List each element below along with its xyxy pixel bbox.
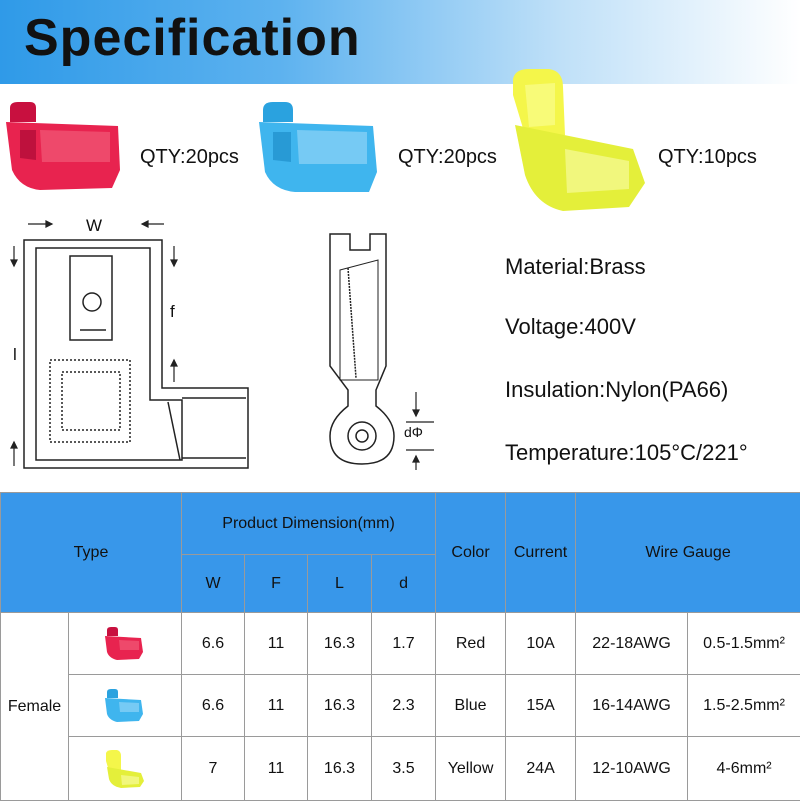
type-cell: Female xyxy=(1,613,69,801)
dimension-l-label: l xyxy=(13,345,17,365)
w-cell: 6.6 xyxy=(182,675,245,737)
dimension-w-label: W xyxy=(86,216,102,236)
f-cell: 11 xyxy=(245,737,308,801)
awg-cell: 16-14AWG xyxy=(576,675,688,737)
red-qty-label: QTY:20pcs xyxy=(140,146,239,169)
current-cell: 24A xyxy=(506,737,576,801)
d-cell: 1.7 xyxy=(372,613,436,675)
page-title: Specification xyxy=(24,8,361,68)
f-cell: 11 xyxy=(245,675,308,737)
voltage-spec: Voltage:400V xyxy=(505,314,636,340)
l-cell: 16.3 xyxy=(308,737,372,801)
table-row: 7 11 16.3 3.5 Yellow 24A 12-10AWG 4-6mm² xyxy=(1,737,800,801)
f-subheader: F xyxy=(245,555,308,613)
wire-gauge-header: Wire Gauge xyxy=(576,493,800,613)
table-row: Female 6.6 11 16.3 1.7 Red 10A 22-18AWG … xyxy=(1,613,800,675)
dimension-d-label: dΦ xyxy=(404,424,423,440)
terminal-front-drawing xyxy=(0,210,260,490)
awg-cell: 22-18AWG xyxy=(576,613,688,675)
material-spec: Material:Brass xyxy=(505,254,646,280)
temperature-spec: Temperature:105°C/221° xyxy=(505,440,748,466)
yellow-qty-label: QTY:10pcs xyxy=(658,146,757,169)
yellow-terminal-image xyxy=(505,65,655,215)
l-subheader: L xyxy=(308,555,372,613)
dimension-header: Product Dimension(mm) xyxy=(182,493,436,555)
color-cell: Yellow xyxy=(436,737,506,801)
mm2-cell: 4-6mm² xyxy=(688,737,800,801)
d-cell: 3.5 xyxy=(372,737,436,801)
color-cell: Blue xyxy=(436,675,506,737)
dimension-f-label: f xyxy=(170,302,175,322)
awg-cell: 12-10AWG xyxy=(576,737,688,801)
d-cell: 2.3 xyxy=(372,675,436,737)
insulation-spec: Insulation:Nylon(PA66) xyxy=(505,377,728,403)
spec-table: Type Product Dimension(mm) Color Current… xyxy=(0,492,800,801)
l-cell: 16.3 xyxy=(308,613,372,675)
header-banner: Specification xyxy=(0,0,800,84)
current-cell: 10A xyxy=(506,613,576,675)
blue-qty-label: QTY:20pcs xyxy=(398,146,497,169)
w-cell: 7 xyxy=(182,737,245,801)
table-row: 6.6 11 16.3 2.3 Blue 15A 16-14AWG 1.5-2.… xyxy=(1,675,800,737)
l-cell: 16.3 xyxy=(308,675,372,737)
red-terminal-thumbnail xyxy=(69,613,182,675)
red-terminal-image xyxy=(0,100,140,200)
type-header: Type xyxy=(1,493,182,613)
mm2-cell: 0.5-1.5mm² xyxy=(688,613,800,675)
blue-terminal-thumbnail xyxy=(69,675,182,737)
w-subheader: W xyxy=(182,555,245,613)
w-cell: 6.6 xyxy=(182,613,245,675)
f-cell: 11 xyxy=(245,613,308,675)
color-header: Color xyxy=(436,493,506,613)
yellow-terminal-thumbnail xyxy=(69,737,182,801)
d-subheader: d xyxy=(372,555,436,613)
mm2-cell: 1.5-2.5mm² xyxy=(688,675,800,737)
blue-terminal-image xyxy=(255,100,395,200)
current-header: Current xyxy=(506,493,576,613)
color-cell: Red xyxy=(436,613,506,675)
current-cell: 15A xyxy=(506,675,576,737)
